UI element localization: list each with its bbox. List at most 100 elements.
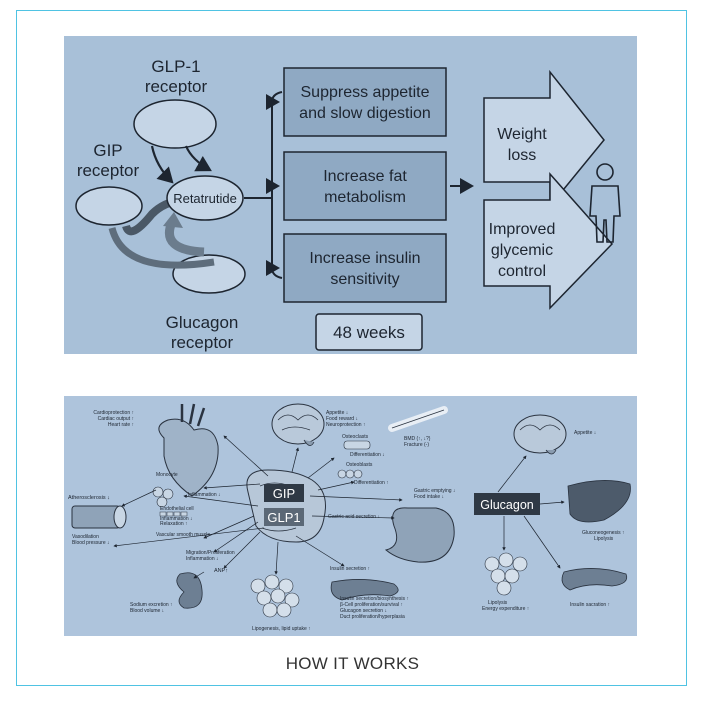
svg-text:Increase insulin: Increase insulin (309, 250, 420, 267)
liver-icon (567, 480, 631, 523)
svg-text:Osteoclasts: Osteoclasts (342, 434, 369, 440)
svg-text:Energy expenditure ↑: Energy expenditure ↑ (482, 606, 529, 612)
frame-border (16, 10, 687, 686)
branch-lines (244, 102, 273, 268)
svg-text:Duct proliferation/hyperplasia: Duct proliferation/hyperplasia (340, 614, 405, 620)
svg-text:Insulin secretion/biosynthesis: Insulin secretion/biosynthesis ↑ (340, 596, 409, 602)
svg-text:Glucagon: Glucagon (480, 498, 534, 512)
svg-text:GIP: GIP (273, 486, 295, 501)
retatrutide-node (166, 175, 244, 221)
glp1-arrow (150, 145, 174, 184)
incretin-effects-panel: Cardioprotection ↑ Cardiac output ↑ Hear… (64, 396, 637, 636)
liver-effects: Gluconeogenesis ↑ Lipolysis (582, 530, 625, 542)
svg-text:control: control (498, 263, 546, 280)
svg-text:Weight: Weight (497, 126, 547, 143)
glp1-receptor-oval (133, 99, 217, 149)
svg-text:Fracture (-): Fracture (-) (404, 442, 429, 448)
svg-text:Differentiation ↑: Differentiation ↑ (354, 480, 389, 486)
retatrutide-mechanism-panel: GLP-1 receptor GIP receptor Glucagon rec… (64, 36, 637, 354)
glucagon-pancreas-icon (561, 568, 628, 591)
svg-text:receptor: receptor (145, 77, 208, 96)
osteoclast-cells-icon (343, 440, 371, 450)
svg-text:glycemic: glycemic (491, 242, 553, 259)
osteoblast-cells-icon (337, 469, 363, 479)
glucagon-arrows (497, 455, 565, 569)
svg-text:Lipolysis: Lipolysis (488, 600, 508, 606)
svg-text:Appetite ↓: Appetite ↓ (326, 410, 348, 416)
svg-text:Relaxation ↑: Relaxation ↑ (160, 521, 188, 527)
glucagon-brain-effects: Appetite ↓ (574, 430, 596, 436)
heart-effects: Cardioprotection ↑ Cardiac output ↑ Hear… (93, 410, 134, 428)
caption: HOW IT WORKS (285, 654, 420, 673)
effect-box-fat: Increase fat metabolism (283, 151, 447, 221)
svg-text:Sodium excretion ↑: Sodium excretion ↑ (130, 602, 173, 608)
svg-text:Cardiac output ↑: Cardiac output ↑ (98, 416, 134, 422)
svg-text:GLP1: GLP1 (267, 510, 300, 525)
glucagon-receptor-label: Glucagon receptor (166, 313, 239, 352)
svg-text:Blood pressure ↓: Blood pressure ↓ (72, 540, 110, 546)
pancreas-icon (330, 579, 399, 601)
outcome-weight-loss: Weight loss (483, 69, 605, 209)
svg-text:Inflammation ↓: Inflammation ↓ (160, 516, 193, 522)
glucagon-curved-arrow (164, 220, 205, 257)
svg-text:Osteoblasts: Osteoblasts (346, 462, 373, 468)
svg-text:Increase fat: Increase fat (323, 168, 407, 185)
svg-text:Suppress appetite: Suppress appetite (301, 84, 430, 101)
glucagon-pancreas-effects: Insulin sacration ↑ (570, 602, 610, 608)
duration-box: 48 weeks (315, 313, 423, 351)
svg-text:Differentiation ↓: Differentiation ↓ (350, 452, 385, 458)
vessel-effects: Vasodilation Blood pressure ↓ (72, 534, 110, 546)
svg-text:Gluconeogenesis ↑: Gluconeogenesis ↑ (582, 530, 625, 536)
osteoblasts-label: Osteoblasts Differentiation ↑ (346, 462, 389, 486)
svg-text:Endothelial cell: Endothelial cell (160, 506, 194, 512)
gip-glp1-arrows (113, 435, 403, 579)
svg-text:Gastric emptying ↓: Gastric emptying ↓ (414, 488, 455, 494)
svg-text:receptor: receptor (171, 333, 234, 352)
blood-vessel-icon (71, 505, 127, 529)
effect-box-appetite: Suppress appetite and slow digestion (283, 67, 447, 137)
svg-text:Monocyte: Monocyte (156, 472, 178, 478)
svg-text:48 weeks: 48 weeks (333, 323, 405, 342)
person-icon (589, 163, 621, 243)
svg-text:Vasodilation: Vasodilation (72, 534, 99, 540)
gip-receptor-label: GIP receptor (77, 141, 140, 180)
glucagon-adipose-effects: Lipolysis Energy expenditure ↑ (482, 600, 529, 612)
kidney-icon (176, 572, 203, 609)
gip-receptor-oval (75, 186, 143, 226)
kidney-effects: Sodium excretion ↑ Blood volume ↓ (130, 602, 173, 614)
outcome-glycemic-control: Improved glycemic control (483, 172, 614, 310)
glucagon-badge: Glucagon (474, 493, 540, 515)
glp1-badge: GLP1 (264, 508, 304, 526)
svg-text:sensitivity: sensitivity (330, 271, 399, 288)
svg-text:Food intake ↓: Food intake ↓ (414, 494, 444, 500)
svg-text:β-Cell proliferation/survival: β-Cell proliferation/survival ↑ (340, 602, 403, 608)
svg-text:Vascular smooth muscle: Vascular smooth muscle (156, 532, 210, 538)
brain-effects: Appetite ↓ Food reward ↓ Neuroprotection… (326, 410, 365, 428)
stomach-icon (384, 507, 455, 563)
adipose-effects: Lipogenesis, lipid uptake ↑ (252, 626, 311, 632)
atherosclerosis-label: Atherosclerosis ↓ (68, 495, 110, 501)
bone-effects: BMD (↑, ↓?) Fracture (-) (404, 436, 431, 448)
svg-text:Migration/Proliferation: Migration/Proliferation (186, 550, 235, 556)
svg-text:GIP: GIP (93, 141, 122, 160)
effect-box-insulin: Increase insulin sensitivity (283, 233, 447, 303)
osteoclasts-label: Osteoclasts Differentiation ↓ (342, 434, 385, 458)
svg-text:Cardioprotection ↑: Cardioprotection ↑ (93, 410, 134, 416)
svg-text:loss: loss (508, 147, 536, 164)
svg-text:Lipolysis: Lipolysis (594, 536, 614, 542)
svg-text:metabolism: metabolism (324, 189, 406, 206)
svg-text:Heart rate ↑: Heart rate ↑ (108, 422, 134, 428)
bone-icon (388, 406, 448, 432)
svg-text:Neuroprotection ↑: Neuroprotection ↑ (326, 422, 365, 428)
svg-text:GLP-1: GLP-1 (151, 57, 200, 76)
glucagon-adipose-icon (484, 552, 528, 596)
monocyte-cells-icon (152, 486, 174, 508)
monocyte-effects: Monocyte Inflammation ↓ Endothelial cell… (156, 472, 221, 538)
glp1-receptor-label: GLP-1 receptor (145, 57, 208, 96)
svg-text:BMD (↑, ↓?): BMD (↑, ↓?) (404, 436, 431, 442)
pancreas-effects: Insulin secretion/biosynthesis ↑ β-Cell … (340, 596, 409, 620)
gip-badge: GIP (264, 484, 304, 502)
anp-label: ANP↑ (214, 568, 228, 574)
insulin-secretion-label: Insulin secretion ↑ (330, 566, 370, 572)
svg-text:and slow digestion: and slow digestion (299, 105, 431, 122)
